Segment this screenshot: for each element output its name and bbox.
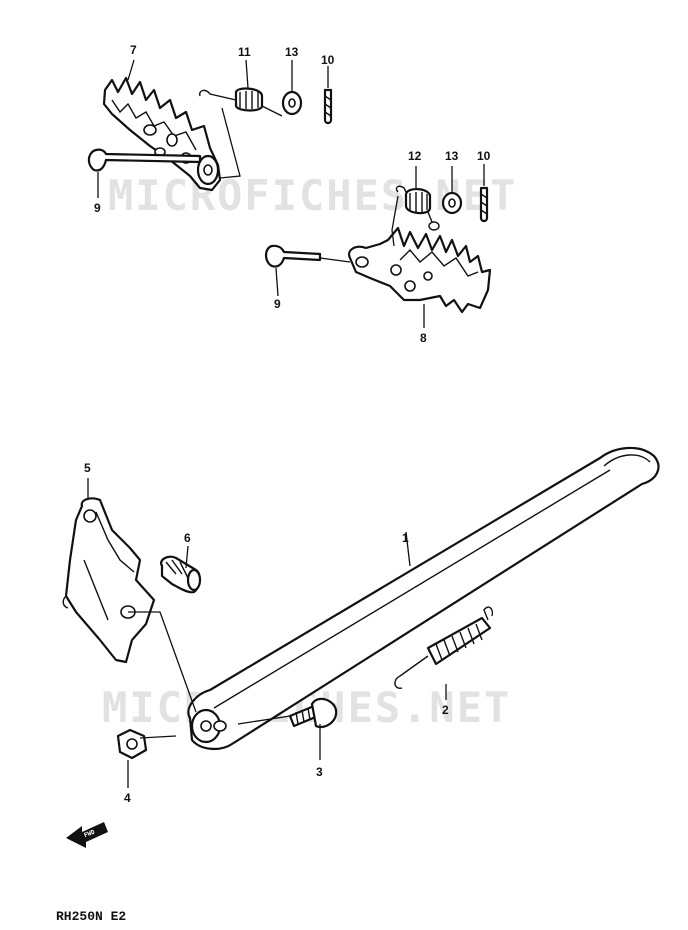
callout-3: 3	[316, 765, 323, 779]
nut-4	[116, 728, 148, 760]
cotter-pin-10-left	[323, 88, 333, 125]
callout-4: 4	[124, 791, 131, 805]
leader-lines	[87, 59, 485, 788]
footrest-right	[348, 226, 492, 314]
spring-12	[395, 185, 440, 231]
callout-9-right: 9	[274, 297, 281, 311]
pin-left	[87, 148, 202, 172]
callout-5: 5	[84, 461, 91, 475]
callout-7: 7	[130, 43, 137, 57]
spring-11	[198, 87, 283, 117]
spring-2	[394, 606, 494, 689]
side-stand-1	[187, 446, 660, 750]
washer-13-left	[281, 90, 303, 116]
callout-labels: 7 11 13 10 9 12 13 10 9 8 5 6 1 2 3 4	[84, 43, 491, 805]
washer-13-right	[441, 191, 463, 215]
cotter-pin-10-right	[479, 186, 489, 223]
callout-13-right: 13	[445, 149, 459, 163]
bolt-6	[160, 555, 202, 594]
callout-10-left: 10	[321, 53, 335, 67]
forward-arrow-icon: FWD	[66, 822, 108, 848]
callout-2: 2	[442, 703, 449, 717]
bracket-5	[62, 497, 156, 664]
callout-11: 11	[238, 45, 251, 59]
forward-arrow-label: FWD	[83, 829, 96, 840]
pin-right	[264, 244, 351, 268]
callout-1: 1	[402, 531, 409, 545]
callout-9-left: 9	[94, 201, 101, 215]
callout-10-right: 10	[477, 149, 491, 163]
callout-6: 6	[184, 531, 191, 545]
bolt-3	[288, 697, 338, 729]
callout-13-left: 13	[285, 45, 299, 59]
model-code: RH250N E2	[56, 909, 126, 924]
callout-8: 8	[420, 331, 427, 345]
callout-12: 12	[408, 149, 422, 163]
